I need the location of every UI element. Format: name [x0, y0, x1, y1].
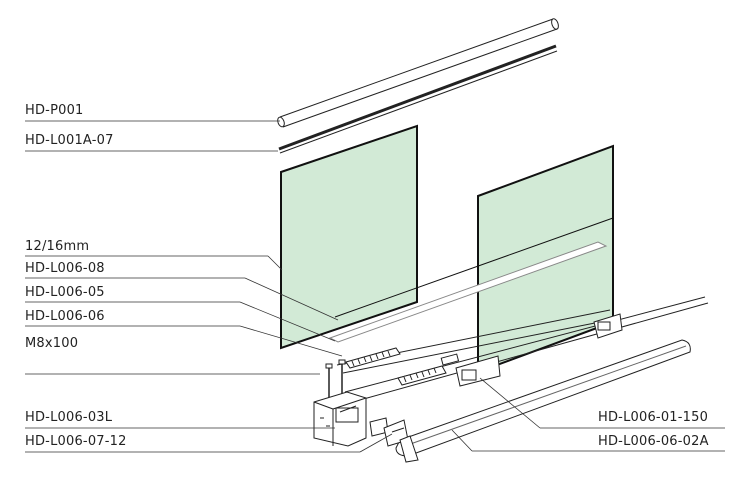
- anchor-bolts: [325, 359, 346, 398]
- label-hd-l006-05: HD-L006-05: [25, 285, 105, 300]
- label-hd-l006-03l: HD-L006-03L: [25, 410, 113, 425]
- label-m8x100: M8x100: [25, 336, 79, 351]
- label-hd-l006-07-12: HD-L006-07-12: [25, 434, 127, 449]
- clamp-bracket-far: [593, 313, 623, 339]
- label-hd-l006-06: HD-L006-06: [25, 309, 105, 324]
- label-hd-l001a-07: HD-L001A-07: [25, 133, 114, 148]
- gasket-strip: [328, 241, 608, 343]
- label-hd-l006-06-02a: HD-L006-06-02A: [598, 434, 709, 449]
- label-glass-thickness: 12/16mm: [25, 239, 90, 254]
- cladding-cover: [395, 339, 691, 457]
- leader-lines: [25, 120, 725, 453]
- wedge-shoes-right: [397, 365, 447, 386]
- end-cap-block: [313, 391, 367, 447]
- label-hd-p001: HD-P001: [25, 103, 84, 118]
- glass-panel-left: [280, 124, 418, 350]
- label-hd-l006-01-150: HD-L006-01-150: [598, 410, 709, 425]
- clamp-bracket-right: [440, 353, 501, 387]
- label-hd-l006-08: HD-L006-08: [25, 261, 105, 276]
- cladding-end-cap: [399, 435, 419, 463]
- wedge-shoes-left: [345, 347, 401, 369]
- glass-cap-profile: [278, 44, 558, 154]
- handrail-tube: [277, 18, 559, 128]
